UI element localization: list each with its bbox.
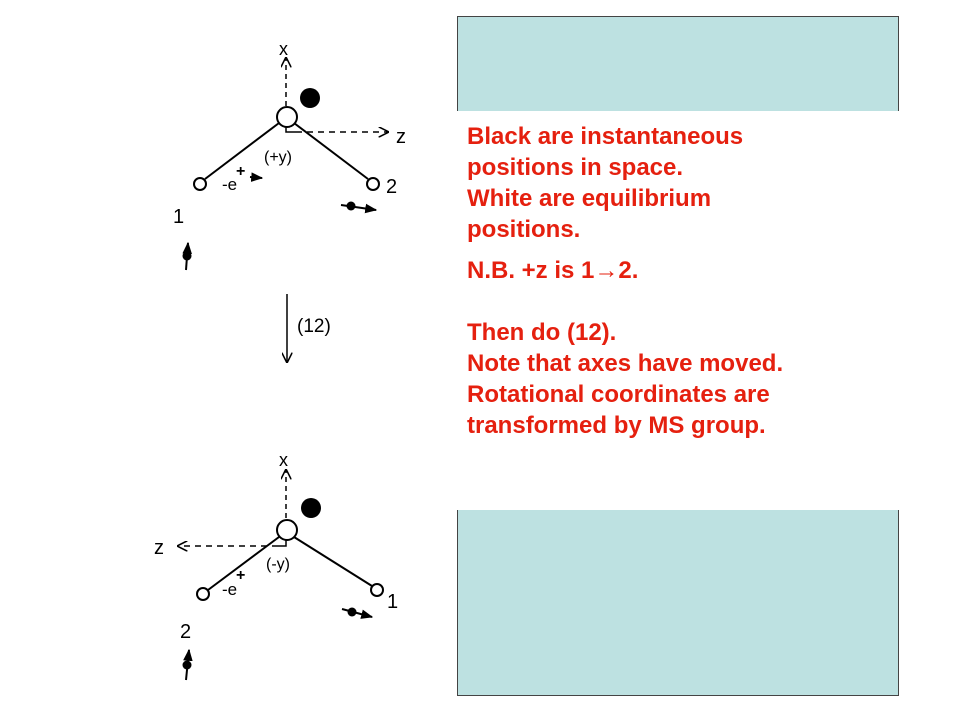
top-bond-right: [293, 122, 369, 180]
bottom-electron-sign: +: [236, 567, 245, 584]
top-electron-label: -e: [222, 175, 237, 194]
bottom-bond-right: [293, 536, 373, 587]
top-atom-left-label: 1: [173, 206, 184, 228]
top-y-label: (+y): [264, 149, 292, 166]
caption-line-5: N.B. +z is 1→2.: [467, 257, 639, 284]
bottom-electron-label: -e: [222, 580, 237, 599]
bottom-central-atom-equilibrium: [276, 519, 298, 541]
caption-line-1: Black are instantaneous: [467, 123, 744, 150]
bottom-z-axis-label: z: [154, 537, 164, 559]
caption-line-3: White are equilibrium: [467, 185, 712, 212]
top-central-atom-instantaneous: [300, 88, 320, 108]
bottom-atom-right-label: 1: [387, 591, 398, 613]
caption-line-7: Note that axes have moved.: [467, 350, 784, 377]
molecule-diagram: x z (+y) + -e 2 1: [154, 39, 406, 681]
operation-arrow-group: (12): [287, 294, 331, 362]
bottom-central-atom-instantaneous: [301, 498, 321, 518]
bottom-atom-left-label: 2: [180, 621, 191, 643]
top-x-axis-label: x: [279, 39, 288, 59]
caption-panel-bottom: [457, 510, 899, 696]
top-z-axis-label: z: [396, 126, 406, 148]
operation-label: (12): [297, 316, 331, 337]
top-atom-right-label: 2: [386, 176, 397, 198]
bottom-atom-left-equilibrium: [196, 587, 210, 601]
bottom-y-label: (-y): [266, 556, 290, 573]
caption-line-9: transformed by MS group.: [467, 412, 766, 439]
bottom-atom-right-displacement: [341, 607, 374, 619]
top-electron-arrow: [249, 172, 264, 182]
top-molecule: x z (+y) + -e 2 1: [173, 39, 406, 271]
top-atom-left-displacement: [182, 241, 192, 271]
bottom-atom-right-equilibrium: [370, 583, 384, 597]
top-electron-sign: +: [236, 163, 245, 180]
bottom-bond-left: [207, 536, 280, 591]
top-central-atom-equilibrium: [276, 106, 298, 128]
top-atom-right-equilibrium: [366, 177, 380, 191]
caption-text: Black are instantaneous positions in spa…: [467, 121, 907, 441]
top-atom-left-equilibrium: [193, 177, 207, 191]
caption-line-6: Then do (12).: [467, 319, 617, 346]
caption-line-4: positions.: [467, 216, 581, 243]
bottom-atom-left-displacement: [182, 648, 193, 681]
bottom-molecule: x z (-y) + -e 1 2: [154, 450, 398, 681]
top-atom-right-displacement: [340, 201, 378, 214]
bottom-x-axis-label: x: [279, 450, 288, 470]
caption-panel-top: [457, 16, 899, 111]
caption-line-8: Rotational coordinates are: [467, 381, 770, 408]
caption-line-2: positions in space.: [467, 154, 684, 181]
top-bond-left: [204, 122, 280, 180]
